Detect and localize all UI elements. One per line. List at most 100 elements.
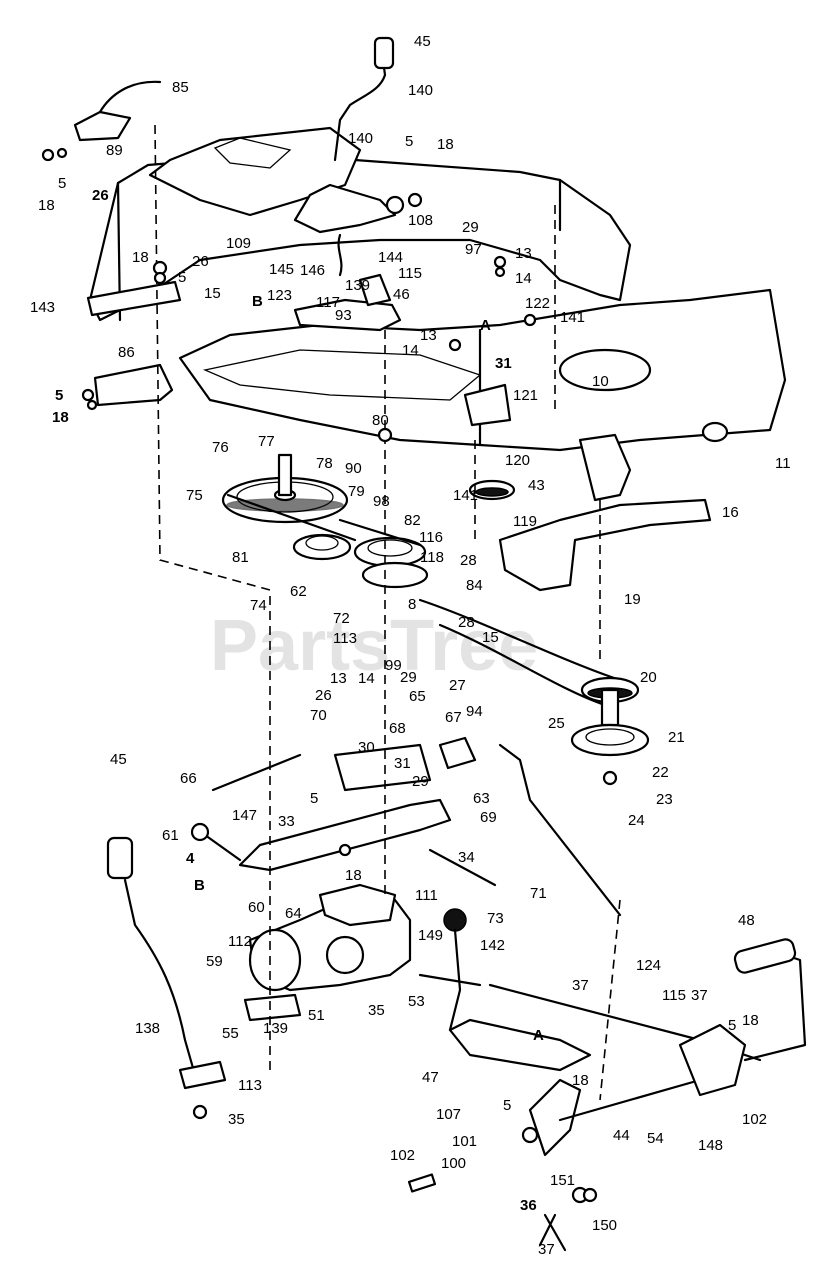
callout-label: A: [533, 1027, 544, 1044]
callout-label: 144: [378, 249, 403, 266]
callout-label: 31: [495, 355, 512, 372]
callout-label: 84: [466, 577, 483, 594]
callout-label: 115: [398, 265, 422, 282]
hub-77: [277, 453, 293, 497]
spring-146: [337, 233, 343, 277]
callout-label: 35: [368, 1002, 385, 1019]
callout-label: 73: [487, 910, 504, 927]
callout-label: 18: [437, 136, 454, 153]
rear-fender-body: [88, 126, 787, 452]
pulley-120: [468, 479, 516, 501]
hardware: [41, 147, 618, 1252]
callout-label: 140: [348, 130, 373, 147]
callout-label: 72: [333, 610, 350, 627]
callout-label: 118: [420, 549, 444, 566]
callout-label: 29: [400, 669, 417, 686]
spring-34: [428, 848, 497, 887]
callout-label: 18: [572, 1072, 589, 1089]
callout-label: 4: [186, 850, 195, 867]
callout-label: 75: [186, 487, 203, 504]
callout-label: 120: [505, 452, 530, 469]
spring-66: [211, 753, 302, 792]
leader-line-left: [154, 124, 271, 1070]
callout-label: 145: [269, 261, 294, 278]
callout-label: A: [480, 317, 491, 334]
spring-53: [418, 973, 482, 987]
shift-rod-left: [123, 878, 197, 1077]
callout-label: 99: [385, 657, 402, 674]
knob-45-top: [373, 36, 395, 70]
bracket-33: [238, 798, 452, 872]
callout-label: 117: [316, 294, 340, 311]
callout-label: 26: [315, 687, 332, 704]
callout-label: 14: [358, 670, 375, 687]
cable-85: [98, 80, 162, 114]
pulley-82: [353, 536, 429, 589]
bracket-89: [73, 110, 132, 142]
callout-label: 28: [460, 552, 477, 569]
callout-label: 24: [628, 812, 645, 829]
callout-label: 16: [722, 504, 739, 521]
callout-label: 27: [449, 677, 466, 694]
rod-142: [448, 928, 462, 1032]
washer-5: [385, 195, 405, 215]
bracket-138: [178, 1060, 227, 1090]
callout-label: 111: [415, 887, 438, 904]
bracket-47: [448, 1018, 592, 1072]
callout-label: 5: [55, 387, 63, 404]
callout-label: 69: [480, 809, 497, 826]
callout-label: 5: [178, 269, 186, 286]
callout-label: 13: [420, 327, 437, 344]
callout-label: 63: [473, 790, 490, 807]
callout-label: 8: [408, 596, 416, 613]
callout-label: 45: [414, 33, 431, 50]
shift-lever-140: [333, 58, 387, 162]
callout-label: 45: [110, 751, 127, 768]
callout-label: 44: [613, 1127, 630, 1144]
callout-label: 5: [503, 1097, 511, 1114]
callout-label: 142: [480, 937, 505, 954]
knob-73: [443, 908, 467, 932]
leader-line-148: [599, 899, 621, 1101]
callout-label: 15: [482, 629, 499, 646]
cable-71: [498, 743, 622, 917]
callout-label: 140: [408, 82, 433, 99]
callout-label: 28: [458, 614, 475, 631]
callout-label: 98: [373, 493, 390, 510]
callout-label: 141: [453, 487, 478, 504]
part-117: [358, 273, 392, 307]
callout-label: 18: [132, 249, 149, 266]
callout-label: 23: [656, 791, 673, 808]
callout-label: 15: [204, 285, 221, 302]
callout-label: 37: [538, 1241, 555, 1258]
transaxle-assembly: [243, 883, 412, 1022]
callout-labels: 45 140 85 89 5 18 26 140 5 18 108 29 97 …: [30, 33, 791, 1258]
callout-label: 116: [419, 529, 443, 546]
belt-25-top: [418, 598, 622, 682]
callout-label: 18: [742, 1012, 759, 1029]
callout-label: 37: [691, 987, 708, 1004]
callout-label: 31: [394, 755, 411, 772]
callout-label: 34: [458, 849, 475, 866]
callout-label: 100: [441, 1155, 466, 1172]
callout-label: 13: [515, 245, 532, 262]
callout-label: 47: [422, 1069, 439, 1086]
rod-147: [203, 833, 242, 862]
callout-label: 14: [402, 342, 419, 359]
callout-label: 147: [232, 807, 257, 824]
callout-label: 54: [647, 1130, 664, 1147]
callout-label: 141: [560, 309, 585, 326]
belt-98: [338, 518, 422, 547]
callout-label: B: [252, 293, 263, 310]
callout-label: 124: [636, 957, 661, 974]
callout-label: 64: [285, 905, 302, 922]
callout-label: 151: [550, 1172, 575, 1189]
callout-label: 112: [228, 933, 252, 950]
bracket-121: [463, 383, 512, 427]
pulley-81: [292, 533, 352, 561]
callout-label: 113: [333, 630, 357, 647]
callout-label: 62: [290, 583, 307, 600]
callout-label: 108: [408, 212, 433, 229]
bracket-102: [678, 1023, 747, 1097]
